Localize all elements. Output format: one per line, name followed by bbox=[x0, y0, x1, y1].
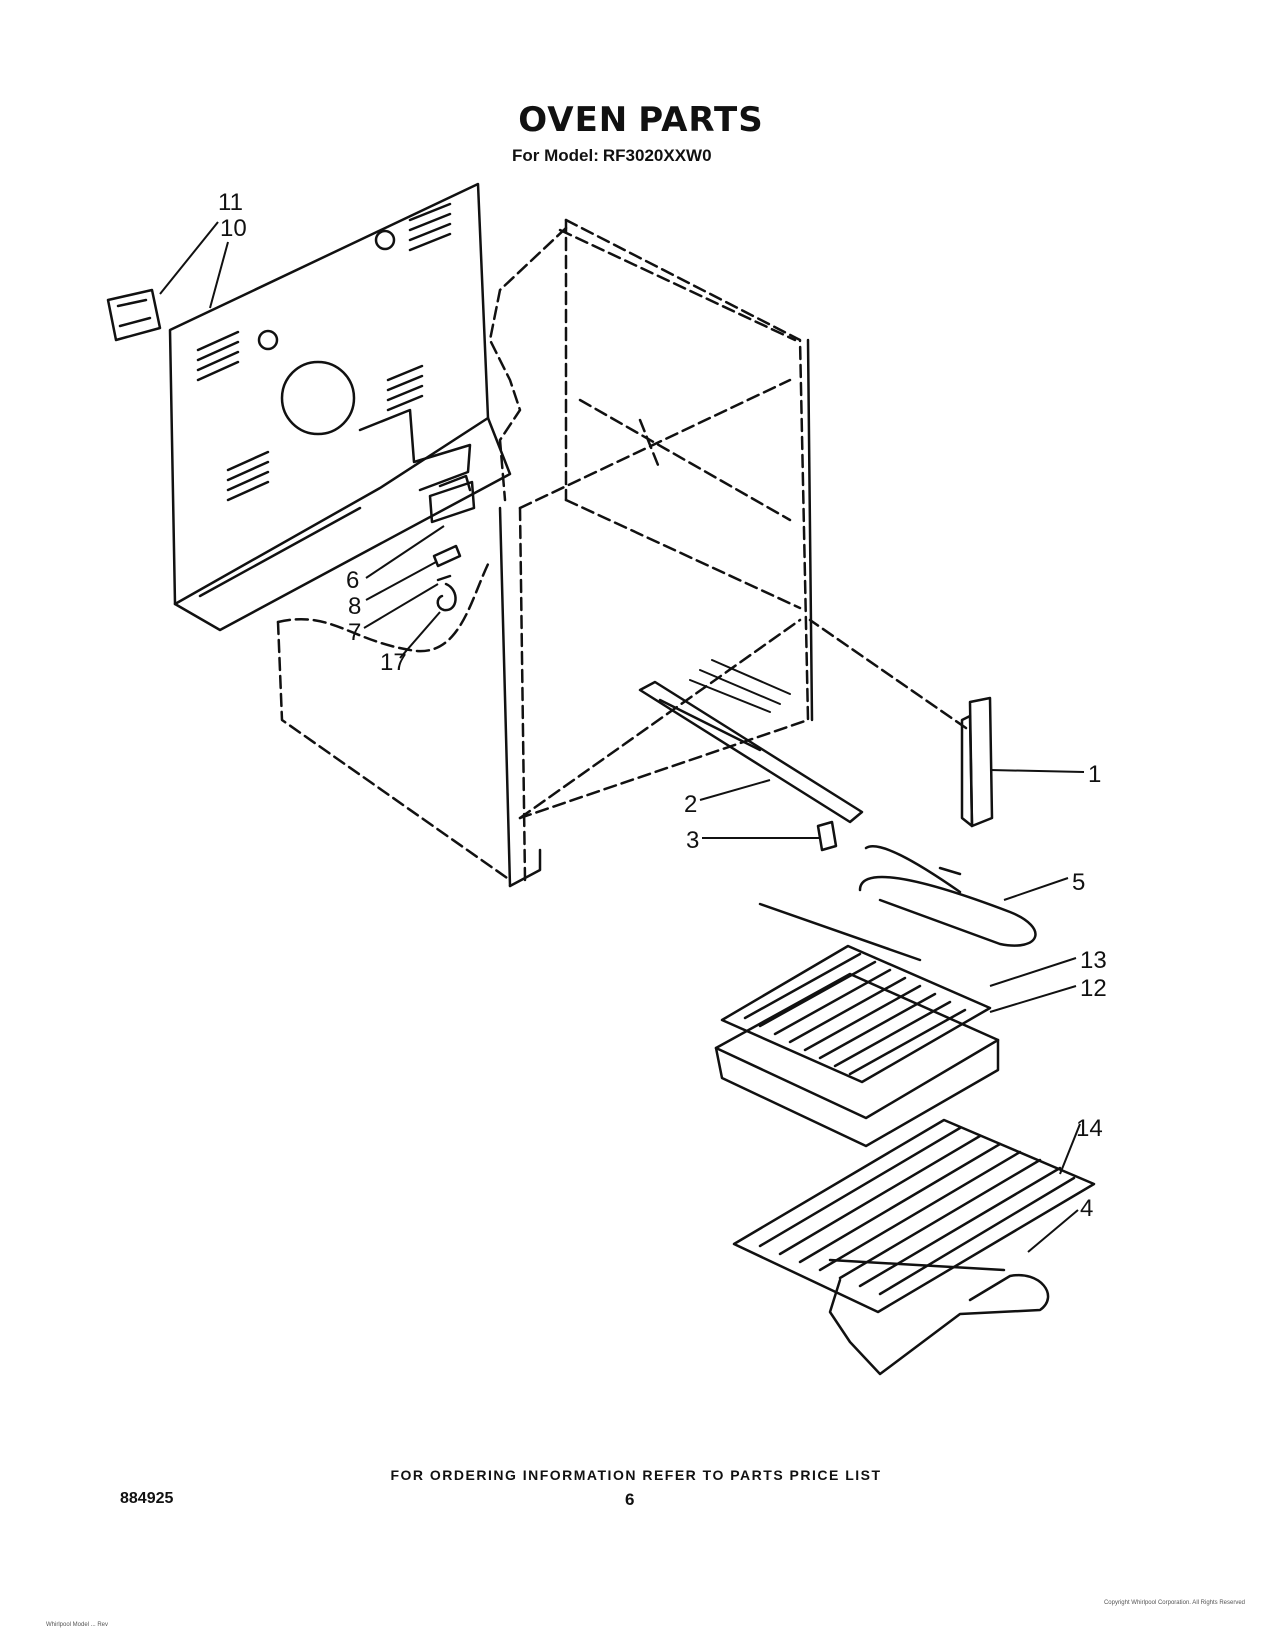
part-11-bracket bbox=[106, 288, 162, 342]
part-5-broil-element bbox=[758, 845, 1037, 962]
page-number: 6 bbox=[625, 1490, 635, 1509]
document-number: 884925 bbox=[120, 1490, 174, 1507]
fine-print-right: Copyright Whirlpool Corporation. All Rig… bbox=[1103, 1600, 1245, 1606]
part-17-hook bbox=[436, 582, 457, 612]
part-3-clip bbox=[816, 820, 838, 852]
part-4-bake-element bbox=[828, 1258, 1050, 1376]
callout-8: 8 bbox=[348, 593, 361, 620]
callout-4: 4 bbox=[1080, 1195, 1093, 1222]
part-1-side-cover bbox=[960, 696, 994, 828]
part-1-guide-line bbox=[808, 618, 968, 730]
callout-10: 10 bbox=[220, 215, 247, 242]
oven-cabinet-frame bbox=[276, 218, 810, 882]
callout-17: 17 bbox=[380, 649, 407, 676]
callout-11: 11 bbox=[218, 189, 243, 216]
model-number: RF3020XXW0 bbox=[602, 146, 712, 165]
callout-5: 5 bbox=[1072, 869, 1085, 896]
fine-print-left: Whirlpool Model ... Rev bbox=[46, 1622, 109, 1628]
title-word-parts: PARTS bbox=[638, 100, 764, 140]
callout-14: 14 bbox=[1076, 1115, 1103, 1142]
part-6-connector bbox=[428, 474, 476, 524]
part-2-rail bbox=[638, 680, 864, 824]
part-13-broiler-grid bbox=[720, 944, 992, 1084]
part-10-rear-panel bbox=[168, 182, 512, 632]
model-line: For Model:RF3020XXW0 bbox=[508, 146, 712, 166]
oven-cabinet-side-wall bbox=[498, 338, 814, 888]
part-7-screw bbox=[436, 574, 452, 582]
title-word-oven: OVEN bbox=[518, 100, 629, 140]
leader-lines bbox=[159, 221, 1085, 1253]
part-14-oven-rack bbox=[732, 1118, 1096, 1314]
callout-7: 7 bbox=[348, 619, 361, 646]
callout-1: 1 bbox=[1088, 761, 1101, 788]
model-label: For Model: bbox=[512, 146, 599, 165]
callout-12: 12 bbox=[1080, 975, 1107, 1002]
part-12-broiler-pan bbox=[714, 972, 1000, 1148]
callout-2: 2 bbox=[684, 791, 697, 818]
callout-13: 13 bbox=[1080, 947, 1107, 974]
callout-6: 6 bbox=[346, 567, 359, 594]
part-8-clip bbox=[432, 544, 462, 568]
oven-bottom-vent bbox=[689, 659, 791, 713]
ordering-info: FOR ORDERING INFORMATION REFER TO PARTS … bbox=[390, 1467, 882, 1483]
callout-3: 3 bbox=[686, 827, 699, 854]
